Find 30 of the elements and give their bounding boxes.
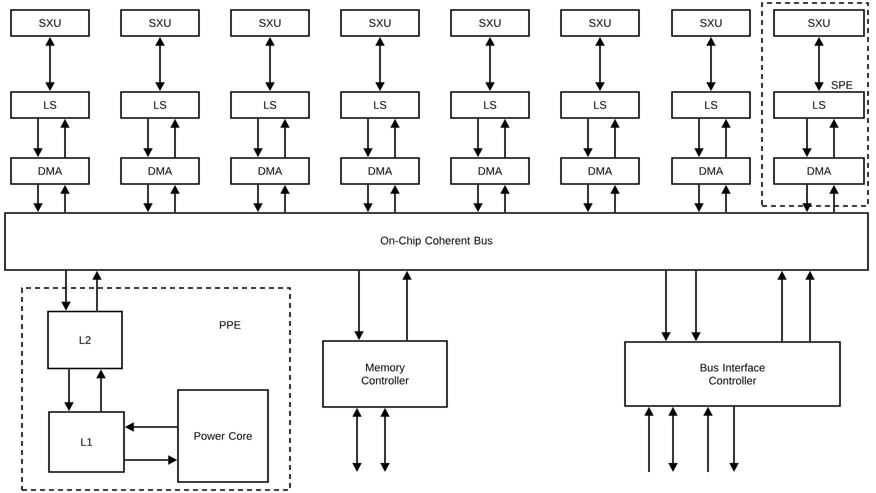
block-box: SXU [773,9,865,37]
block-box: SXU [450,9,530,37]
block-box: DMA [10,157,90,185]
block-box: SXU [120,9,200,37]
block-box: LS [10,91,90,119]
block-box: DMA [671,157,751,185]
block-box: LS [560,91,640,119]
block-box: L1 [48,411,125,473]
block-box: DMA [560,157,640,185]
block-box: DMA [230,157,310,185]
block-box: LS [450,91,530,119]
block-box: DMA [120,157,200,185]
block-box: SXU [10,9,90,37]
bus-bar: On-Chip Coherent Bus [4,212,869,271]
block-box: LS [120,91,200,119]
block-box: LS [230,91,310,119]
block-box: SXU [560,9,640,37]
block-box: LS [773,91,865,119]
block-box: SXU [230,9,310,37]
block-box: L2 [47,310,123,370]
block-box: LS [671,91,751,119]
block-box: SXU [671,9,751,37]
block-box: Power Core [177,389,269,483]
block-box: Bus Interface Controller [624,341,841,407]
block-box: DMA [450,157,530,185]
block-box: DMA [773,157,865,185]
block-box: Memory Controller [322,340,448,408]
block-box: SXU [340,9,420,37]
block-box: LS [340,91,420,119]
block-box: DMA [340,157,420,185]
